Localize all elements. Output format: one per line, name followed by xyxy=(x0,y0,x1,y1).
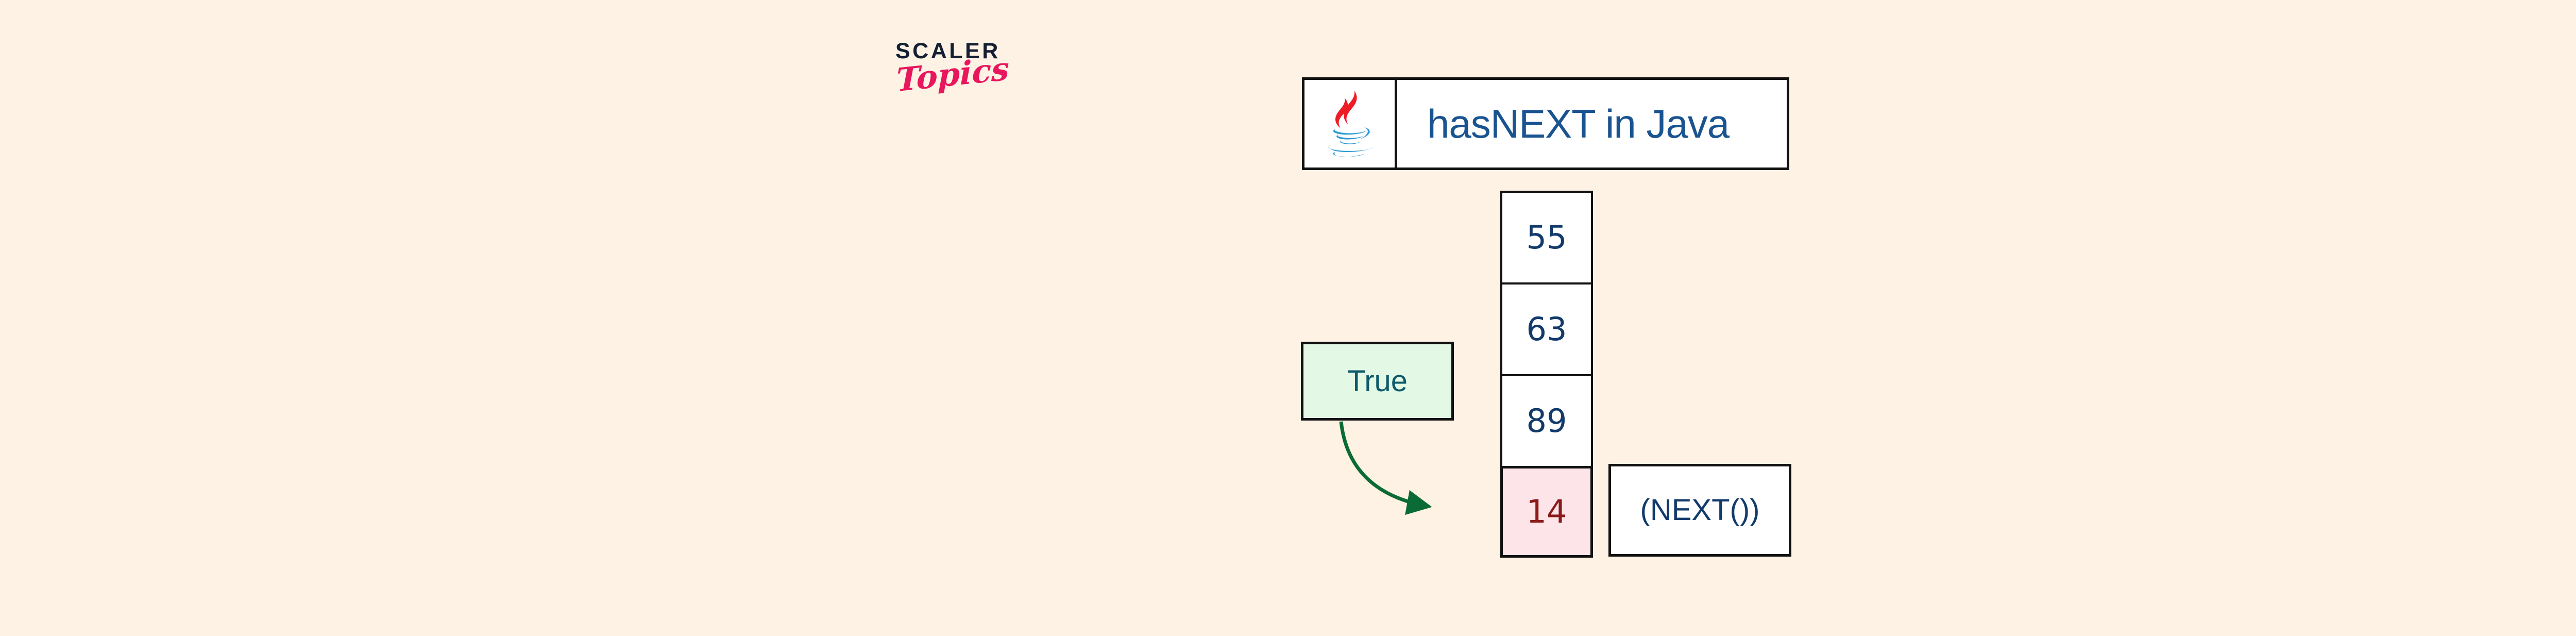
stack-cell-value: 63 xyxy=(1526,310,1567,348)
true-result-box: True xyxy=(1301,342,1454,421)
true-result-label: True xyxy=(1347,364,1408,398)
java-logo-icon xyxy=(1316,88,1383,160)
stack-cell-value: 89 xyxy=(1526,402,1567,440)
stack-cell: 55 xyxy=(1500,191,1593,282)
page-title: hasNEXT in Java xyxy=(1427,101,1730,146)
title-text-cell: hasNEXT in Java xyxy=(1397,80,1787,168)
stack-cell: 63 xyxy=(1500,282,1593,374)
title-bar: hasNEXT in Java xyxy=(1302,77,1789,170)
stack-cell-value: 55 xyxy=(1526,219,1567,256)
stack-cell: 89 xyxy=(1500,374,1593,466)
stack-cell-highlighted: 14 xyxy=(1500,466,1593,558)
true-to-current-element-arrow xyxy=(1339,421,1432,515)
iterator-value-stack: 55 63 89 14 xyxy=(1500,191,1593,558)
brand-name-scaler: SCALER xyxy=(895,39,1001,63)
next-call-box: (NEXT()) xyxy=(1608,464,1791,557)
next-call-label: (NEXT()) xyxy=(1640,493,1760,527)
stack-cell-value: 14 xyxy=(1526,493,1567,530)
scaler-topics-logo: SCALER Topics xyxy=(895,40,1029,115)
title-icon-cell xyxy=(1304,80,1397,168)
